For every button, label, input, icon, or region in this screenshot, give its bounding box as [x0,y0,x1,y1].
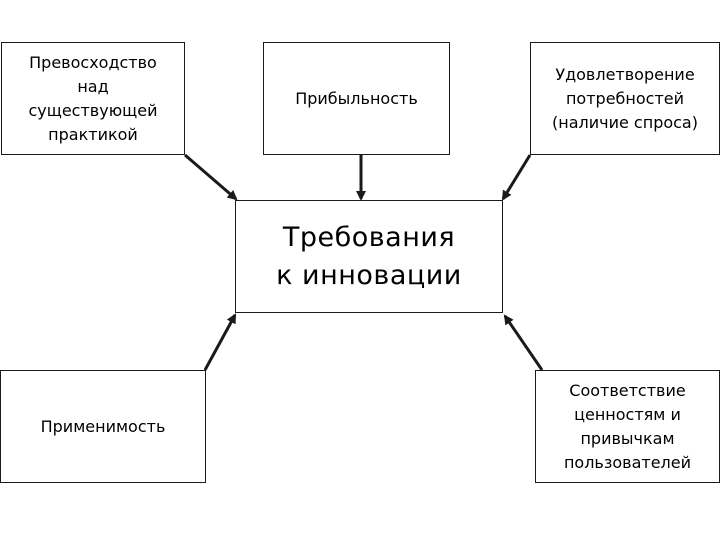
box-profitability-label: Прибыльность [295,88,418,108]
box-superiority: Превосходство над существующей практикой [1,42,185,155]
arrow-top-right-to-center [501,154,532,201]
box-innovation-requirements-label: Требования к инновации [276,221,462,291]
box-needs-satisfaction-label: Удовлетворение потребностей (наличие спр… [552,64,698,132]
box-user-values-fit-label: Соответствие ценностям и привычкам польз… [563,380,692,472]
box-needs-satisfaction: Удовлетворение потребностей (наличие спр… [530,42,720,155]
box-profitability: Прибыльность [263,42,450,155]
arrow-bottom-right-to-center [503,314,544,371]
box-user-values-fit: Соответствие ценностям и привычкам польз… [535,370,720,483]
box-superiority-label: Превосходство над существующей практикой [28,52,158,144]
arrow-top-left-to-center [184,153,238,201]
box-applicability: Применимость [0,370,206,483]
box-applicability-label: Применимость [40,416,166,436]
arrow-bottom-left-to-center [203,313,237,371]
box-innovation-requirements: Требования к инновации [235,200,503,313]
